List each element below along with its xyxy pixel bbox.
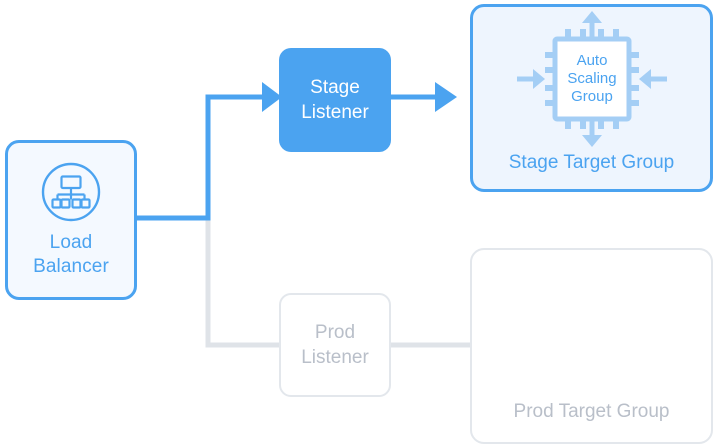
arrow-up-icon xyxy=(581,11,602,39)
load-balancer-label-line1: Load xyxy=(49,232,93,253)
node-stage-target-group[interactable]: Auto Scaling Group Stage Target Group xyxy=(470,4,713,192)
connector-load-balancer-to-stage-listener xyxy=(137,94,262,221)
connector-load-balancer-to-prod-listener xyxy=(205,218,279,348)
node-stage-listener-label: Stage Listener xyxy=(301,75,369,125)
network-topology-icon xyxy=(40,161,102,223)
node-load-balancer[interactable]: Load Balancer xyxy=(5,140,137,300)
node-prod-listener[interactable]: Prod Listener xyxy=(279,293,391,397)
node-prod-target-group[interactable]: Prod Target Group xyxy=(470,248,713,444)
prod-listener-label-line2: Listener xyxy=(301,347,369,368)
chip-pins xyxy=(544,29,639,129)
arrow-down-icon xyxy=(581,119,602,147)
node-stage-listener[interactable]: Stage Listener xyxy=(279,48,391,152)
stage-listener-label-line2: Listener xyxy=(301,102,369,123)
prod-listener-label-line1: Prod xyxy=(314,322,356,343)
node-load-balancer-label: Load Balancer xyxy=(33,231,109,279)
arrowhead-to-stage-target-group xyxy=(435,82,457,112)
arrowhead-to-stage-listener xyxy=(262,82,282,112)
stage-listener-label-line1: Stage xyxy=(310,77,360,98)
node-stage-target-group-label: Stage Target Group xyxy=(508,152,675,173)
asg-chip-label-line2: Scaling xyxy=(567,70,616,87)
asg-chip-label-line1: Auto xyxy=(576,52,607,69)
node-prod-listener-label: Prod Listener xyxy=(301,320,369,370)
arrow-right-inward-icon xyxy=(638,69,667,89)
chip-body xyxy=(552,36,631,122)
arrow-left-inward-icon xyxy=(516,69,545,89)
node-prod-target-group-label: Prod Target Group xyxy=(513,401,670,422)
auto-scaling-group-icon-area: Auto Scaling Group xyxy=(473,7,710,151)
cpu-chip-icon: Auto Scaling Group xyxy=(516,11,667,147)
load-balancer-label-line2: Balancer xyxy=(33,256,109,277)
asg-chip-label-line3: Group xyxy=(571,88,613,105)
